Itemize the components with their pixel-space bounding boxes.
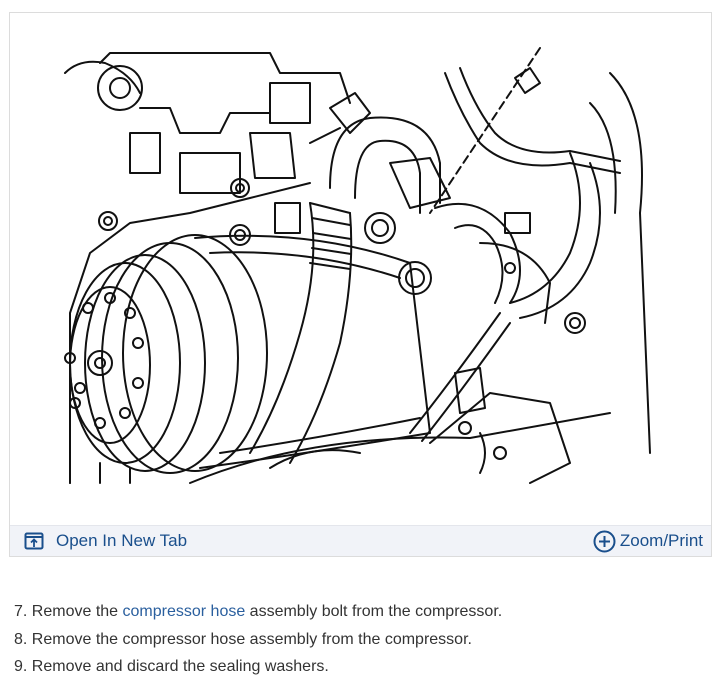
step-text: Remove and discard the sealing washers. xyxy=(31,658,329,675)
engine-compressor-illustration[interactable] xyxy=(10,13,711,525)
open-in-new-tab-label: Open In New Tab xyxy=(56,531,188,550)
step-number: 9. xyxy=(14,658,28,675)
open-new-tab-icon xyxy=(24,532,44,550)
step-text: Remove the compressor hose assembly from… xyxy=(31,630,472,648)
step-text: assembly bolt from the compressor. xyxy=(245,603,503,620)
procedure-steps: 7. Remove the compressor hose assembly b… xyxy=(14,598,502,681)
zoom-print-button[interactable]: Zoom/Print xyxy=(593,530,703,553)
figure-card: Open In New Tab Zoom/Print xyxy=(9,12,712,557)
zoom-print-label: Zoom/Print xyxy=(619,531,703,550)
figure-toolbar: Open In New Tab Zoom/Print xyxy=(10,525,711,556)
open-in-new-tab-button[interactable]: Open In New Tab xyxy=(24,531,187,551)
step-number: 8. xyxy=(14,630,28,648)
compressor-hose-link[interactable]: compressor hose xyxy=(122,603,246,620)
step-9: 9. Remove and discard the sealing washer… xyxy=(14,653,502,681)
step-number: 7. xyxy=(14,603,28,620)
step-7: 7. Remove the compressor hose assembly b… xyxy=(14,598,502,626)
plus-circle-icon xyxy=(593,530,616,553)
step-8: 8. Remove the compressor hose assembly f… xyxy=(14,626,502,654)
step-text: Remove the xyxy=(31,603,123,620)
